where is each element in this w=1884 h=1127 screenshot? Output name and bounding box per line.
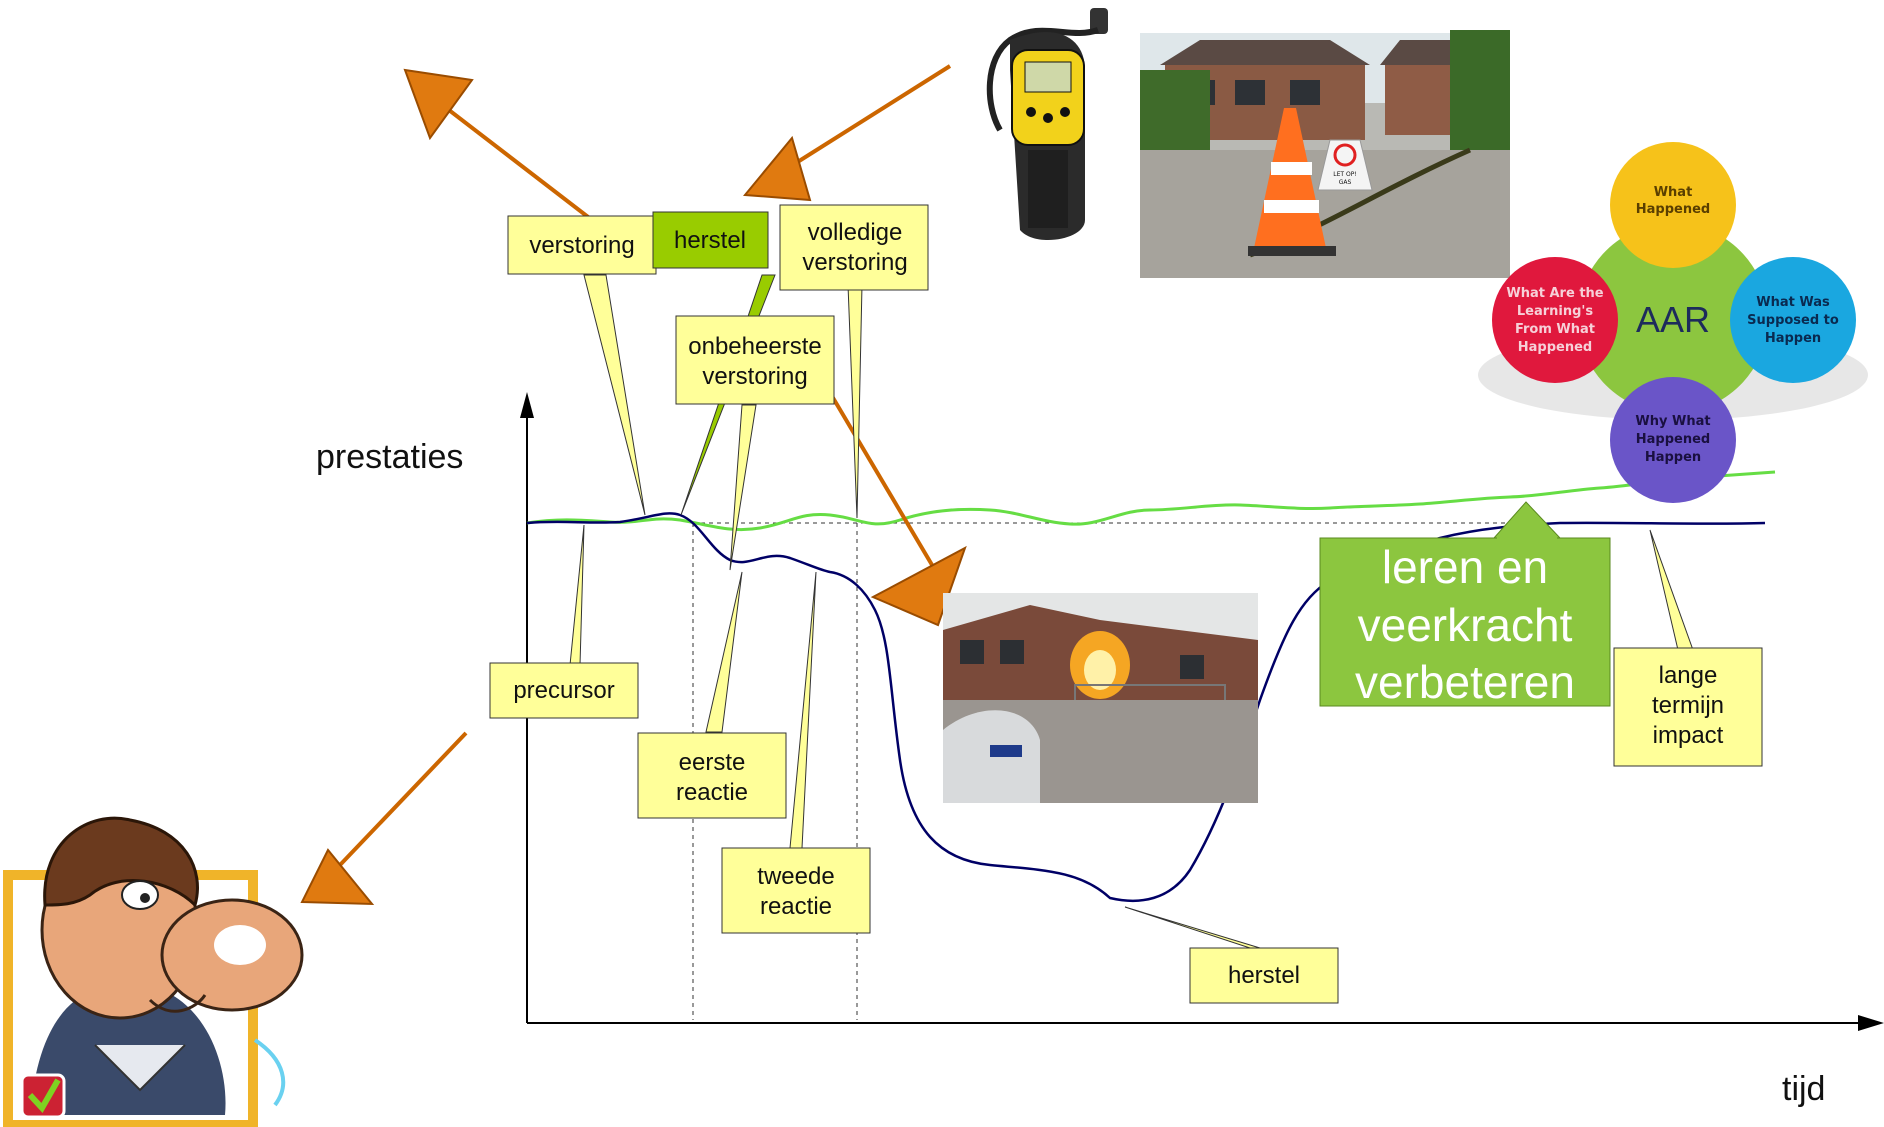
callout-precursor-text: precursor [513,677,614,704]
callout-herstel-top: herstel [652,211,769,269]
sign-text-line1: LET OP! [1333,171,1356,178]
callout-onbeheerste-line1: onbeheerste [688,333,821,360]
callout-lange-line2: termijn [1652,692,1724,719]
callout-tweede-line2: reactie [760,893,832,920]
callout-herstel-bottom-text: herstel [1228,962,1300,989]
callout-tweede-line1: tweede [757,863,834,890]
callout-lange-line1: lange [1659,662,1718,689]
aar-left-line1: What Are the [1506,286,1603,301]
street-cone-photo-icon: LET OP! GAS [1140,30,1510,278]
callout-eerste-line1: eerste [679,749,746,776]
callout-lange-line3: impact [1653,722,1724,749]
callout-leren-line2: veerkracht [1358,599,1573,651]
callout-herstel-top-text: herstel [674,227,746,254]
callout-tweede-reactie: tweede reactie [721,847,871,934]
aar-left-line2: Learning's [1517,304,1594,319]
x-axis-label: tijd [1782,1070,1825,1108]
aar-right-line3: Happen [1765,331,1821,346]
aar-top-line2: Happened [1636,202,1710,217]
callout-lange-termijn-impact: lange termijn impact [1613,647,1763,767]
aar-left-line3: From What [1515,322,1595,337]
callout-onbeheerste-verstoring: onbeheerste verstoring [675,315,835,405]
callout-volledige-line1: volledige [808,219,903,246]
green-improvement-curve [526,470,1776,532]
gas-detector-icon [986,8,1108,241]
aar-bottom-line2: Happened [1636,432,1710,447]
callout-verstoring-text: verstoring [529,232,634,259]
aar-top-line1: What [1654,185,1693,200]
callout-volledige-verstoring: volledige verstoring [779,204,929,291]
callout-leren-line3: verbeteren [1355,656,1575,708]
sign-text-line2: GAS [1339,179,1352,186]
callout-precursor: precursor [489,662,639,719]
orange-arrows [300,64,967,906]
gas-fire-photo-icon [943,593,1258,803]
callout-onbeheerste-line2: verstoring [702,363,807,390]
y-axis-label: prestaties [316,438,463,476]
callout-herstel-bottom: herstel [1189,947,1339,1004]
callout-leren-veerkracht: leren en veerkracht verbeteren [1319,501,1611,708]
aar-right-line1: What Was [1756,295,1830,310]
callout-eerste-line2: reactie [676,779,748,806]
axes: prestaties tijd [316,392,1884,1108]
aar-left-line4: Happened [1518,340,1592,355]
callout-leren-line1: leren en [1382,541,1548,593]
aar-right-line2: Supposed to [1747,313,1839,328]
aar-circle-diagram-icon: AAR What Happened What Was Supposed to H… [1478,142,1868,503]
callout-verstoring: verstoring [507,215,657,275]
aar-bottom-line3: Happen [1645,450,1701,465]
callout-volledige-line2: verstoring [802,249,907,276]
cartoon-man-icon [3,816,304,1127]
aar-bottom-line1: Why What [1635,414,1710,429]
callout-eerste-reactie: eerste reactie [637,732,787,819]
aar-center: AAR [1636,299,1710,340]
